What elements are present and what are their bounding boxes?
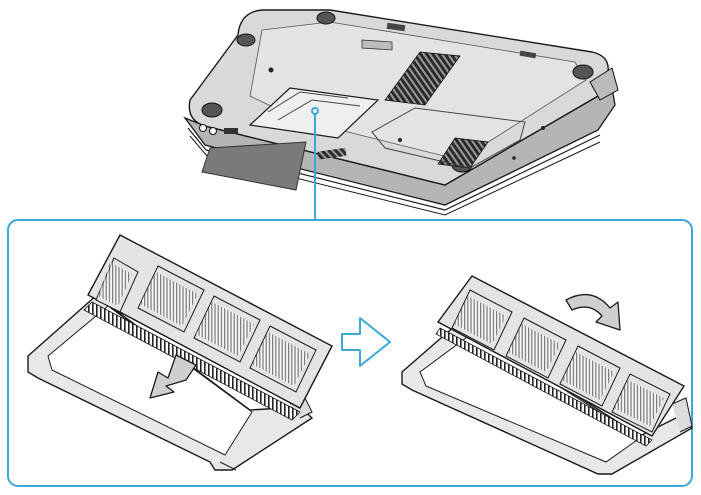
rubber-foot: [572, 64, 594, 80]
memory-module: [83, 234, 333, 421]
memory-cover: [201, 141, 307, 191]
vent-grille: [384, 51, 461, 106]
step-press-module: [401, 275, 694, 475]
rubber-foot: [236, 33, 256, 47]
arrow-right-icon: [341, 317, 391, 367]
curved-arrow-icon: [565, 293, 621, 331]
arrow-down-left-icon: [149, 354, 197, 399]
rubber-foot: [201, 102, 223, 118]
laptop-underside: [183, 9, 619, 216]
callout-pointer: [311, 107, 319, 220]
detail-frame: [7, 219, 693, 487]
memory-module: [435, 275, 686, 447]
rubber-foot: [316, 11, 336, 25]
step-insert-module: [27, 234, 333, 471]
